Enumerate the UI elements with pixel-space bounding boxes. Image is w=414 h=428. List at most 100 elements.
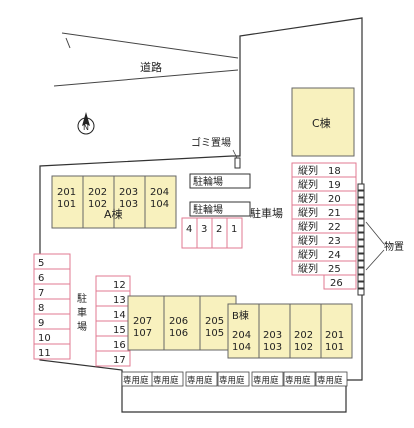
unit-b-lower-number: 104 (232, 342, 251, 353)
private-garden (251, 371, 284, 387)
unit-a-lower-number: 104 (150, 199, 169, 210)
parking-space-number: 1 (231, 224, 237, 235)
unit-b-upper-number: 203 (263, 330, 282, 341)
storage-shed (357, 260, 365, 268)
bike-parking-2 (189, 201, 251, 217)
parking-space-number: 2 (216, 224, 222, 235)
parking-space-number: 17 (113, 355, 126, 366)
unit-c-upper-number: 207 (133, 316, 152, 327)
north-arrow-icon: N (77, 112, 95, 135)
unit-a-102 (82, 175, 115, 229)
building-b-label: B棟 (232, 309, 249, 322)
parking-left-label-3: 場 (77, 320, 87, 333)
unit-a-upper-number: 201 (57, 187, 76, 198)
road-edge-top (61, 32, 239, 59)
parking-space-17 (95, 350, 131, 367)
parking-space-number: 15 (113, 325, 126, 336)
unit-a-103 (113, 175, 146, 229)
garbage-label: ゴミ置場 (191, 136, 231, 149)
unit-b-102 (289, 303, 322, 359)
storage-shed (357, 204, 365, 212)
parking-space-number: 12 (113, 280, 126, 291)
storage-shed (357, 190, 365, 198)
garbage-station (234, 157, 241, 169)
private-garden (283, 371, 316, 387)
parking-space-number: 11 (38, 348, 51, 359)
unit-b-104 (227, 303, 260, 359)
road-label: 道路 (140, 60, 162, 74)
garbage-pointer (232, 149, 238, 159)
parking-space-label: 26 (330, 278, 343, 289)
storage-shed (357, 267, 365, 275)
storage-shed (357, 246, 365, 254)
parking-left-label-1: 駐 (77, 292, 87, 305)
parking-space-label: 縦列 25 (298, 262, 341, 275)
private-garden (151, 371, 184, 387)
private-garden (185, 371, 218, 387)
parking-space-label: 縦列 21 (298, 206, 341, 219)
private-garden (217, 371, 250, 387)
storage-shed (357, 197, 365, 205)
unit-a-101 (51, 175, 84, 229)
unit-a-lower-number: 103 (119, 199, 138, 210)
parking-space-label: 縦列 23 (298, 234, 341, 247)
parking-space-number: 9 (38, 318, 44, 329)
storage-label: 物置 (384, 240, 404, 253)
parking-center-label: 駐車場 (250, 206, 283, 220)
unit-b-upper-number: 202 (294, 330, 313, 341)
bike-parking-1-label: 駐輪場 (193, 175, 223, 188)
parking-space-number: 6 (38, 273, 44, 284)
unit-b-101 (320, 303, 353, 359)
parking-space-number: 8 (38, 303, 44, 314)
bike-parking-1 (189, 173, 251, 189)
garden-label: 専用庭 (187, 375, 213, 386)
garden-label: 専用庭 (285, 375, 311, 386)
private-garden (315, 371, 348, 387)
bike-parking-2-label: 駐輪場 (193, 203, 223, 216)
parking-space-label: 縦列 19 (298, 178, 341, 191)
garden-label: 専用庭 (253, 375, 279, 386)
parking-space-number: 14 (113, 310, 126, 321)
unit-a-lower-number: 102 (88, 199, 107, 210)
parking-left-label-2: 車 (77, 306, 87, 319)
storage-shed (357, 274, 365, 282)
storage-shed (357, 253, 365, 261)
parking-space-label: 縦列 22 (298, 220, 341, 233)
unit-a-upper-number: 204 (150, 187, 169, 198)
unit-a-upper-number: 203 (119, 187, 138, 198)
storage-shed (357, 281, 365, 289)
unit-c-lower-number: 107 (133, 328, 152, 339)
unit-a-upper-number: 202 (88, 187, 107, 198)
unit-b-upper-number: 201 (325, 330, 344, 341)
parking-space-1 (226, 217, 243, 249)
garden-label: 専用庭 (153, 375, 179, 386)
building-c-label: C棟 (312, 116, 331, 130)
parking-space-number: 4 (186, 224, 192, 235)
garden-label: 専用庭 (317, 375, 343, 386)
storage-shed (357, 232, 365, 240)
unit-b-lower-number: 102 (294, 342, 313, 353)
unit-c-lower-number: 106 (169, 328, 188, 339)
parking-space-label: 縦列 18 (298, 164, 341, 177)
parking-space-label: 縦列 20 (298, 192, 341, 205)
unit-c-106 (163, 295, 201, 351)
road-edge-bottom (53, 69, 239, 87)
garden-label: 専用庭 (219, 375, 245, 386)
storage-shed (357, 288, 365, 296)
north-label: N (83, 123, 89, 132)
building-c (291, 87, 355, 157)
storage-pointer (365, 249, 385, 271)
parking-space-right (323, 274, 357, 290)
unit-c-upper-number: 206 (169, 316, 188, 327)
unit-b-upper-number: 204 (232, 330, 251, 341)
storage-shed (357, 225, 365, 233)
parking-space-number: 3 (201, 224, 207, 235)
unit-c-107 (127, 295, 165, 351)
parking-space-number: 16 (113, 340, 126, 351)
parking-space-number: 7 (38, 288, 44, 299)
unit-a-104 (144, 175, 177, 229)
parking-space-number: 5 (38, 258, 44, 269)
parking-space-11 (33, 343, 71, 360)
unit-c-lower-number: 105 (205, 328, 224, 339)
storage-shed (357, 183, 365, 191)
